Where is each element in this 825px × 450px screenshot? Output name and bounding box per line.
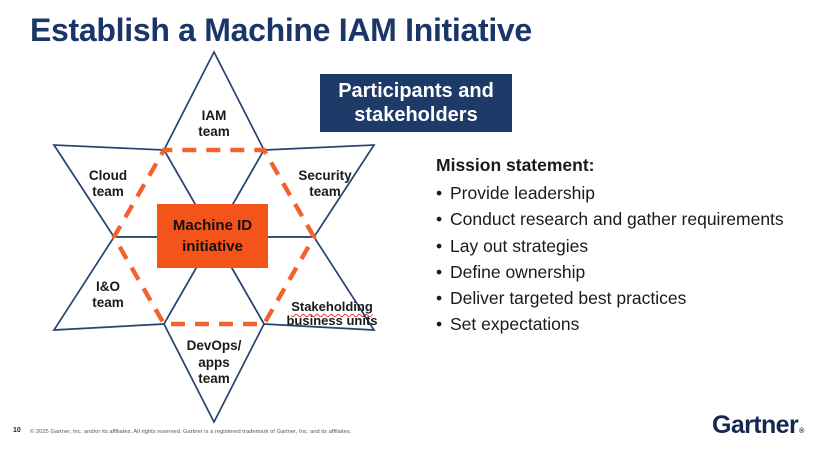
bullet-icon: • <box>436 261 443 282</box>
list-item: • Set expectations <box>436 311 818 337</box>
node-stakeholding-business-units: Stakeholding business units <box>281 300 383 327</box>
node-label-line: Cloud <box>88 168 128 183</box>
dashed-hexagon <box>111 147 317 327</box>
node-cloud-team: Cloud team <box>58 168 158 200</box>
node-iam-team: IAM team <box>164 108 264 140</box>
bullet-icon: • <box>436 288 443 309</box>
participants-badge: Participants and stakeholders <box>320 74 512 132</box>
mission-bullet-list: • Provide leadership • Conduct research … <box>436 180 818 338</box>
node-label-line: Security <box>298 168 352 183</box>
mission-statement-block: Mission statement: • Provide leadership … <box>436 154 818 338</box>
list-item: • Conduct research and gather requiremen… <box>436 206 818 232</box>
list-item: • Provide leadership <box>436 180 818 206</box>
node-label-line: team <box>309 184 341 199</box>
bullet-icon: • <box>436 209 443 230</box>
page-number: 10 <box>13 427 21 434</box>
mission-bullet-text: Lay out strategies <box>450 235 589 256</box>
bullet-icon: • <box>436 183 443 203</box>
node-label-line: Stakeholding <box>291 299 373 314</box>
node-label-line: business units <box>286 312 378 328</box>
center-box-line: initiative <box>182 238 243 255</box>
bullet-icon: • <box>436 314 443 335</box>
copyright-text: © 2025 Gartner, Inc. and/or its affiliat… <box>30 428 352 435</box>
node-label-line: team <box>198 124 230 139</box>
node-devops-apps-team: DevOps/ apps team <box>164 338 264 388</box>
gartner-logo: Gartner® <box>712 411 804 440</box>
node-label-line: apps <box>198 354 230 370</box>
node-security-team: Security team <box>273 168 377 200</box>
mission-bullet-text: Define ownership <box>450 261 586 282</box>
node-label-line: team <box>92 295 124 310</box>
mission-bullet-text: Set expectations <box>450 314 580 335</box>
node-io-team: I&O team <box>58 279 158 311</box>
mission-heading: Mission statement: <box>436 155 595 175</box>
node-label-line: I&O <box>95 279 120 294</box>
list-item: • Deliver targeted best practices <box>436 285 818 311</box>
gartner-logo-text: Gartner <box>712 411 799 439</box>
mission-bullet-text: Conduct research and gather requirements <box>450 209 784 230</box>
bullet-icon: • <box>436 235 443 256</box>
list-item: • Lay out strategies <box>436 233 818 259</box>
badge-line-2: stakeholders <box>354 104 478 126</box>
mission-bullet-text: Provide leadership <box>450 183 595 203</box>
registered-mark-icon: ® <box>799 428 805 435</box>
mission-bullet-text: Deliver targeted best practices <box>450 288 687 309</box>
node-label-line: DevOps/ <box>186 338 242 353</box>
center-box-line: Machine ID <box>172 217 253 234</box>
node-label-line: team <box>198 371 230 386</box>
list-item: • Define ownership <box>436 259 818 285</box>
machine-id-initiative-box: Machine ID initiative <box>157 204 268 268</box>
node-label-line: team <box>92 184 124 199</box>
page-title: Establish a Machine IAM Initiative <box>30 12 532 48</box>
diamond-devops <box>163 235 265 424</box>
node-label-line: IAM <box>201 108 227 123</box>
badge-line-1: Participants and <box>338 80 494 102</box>
